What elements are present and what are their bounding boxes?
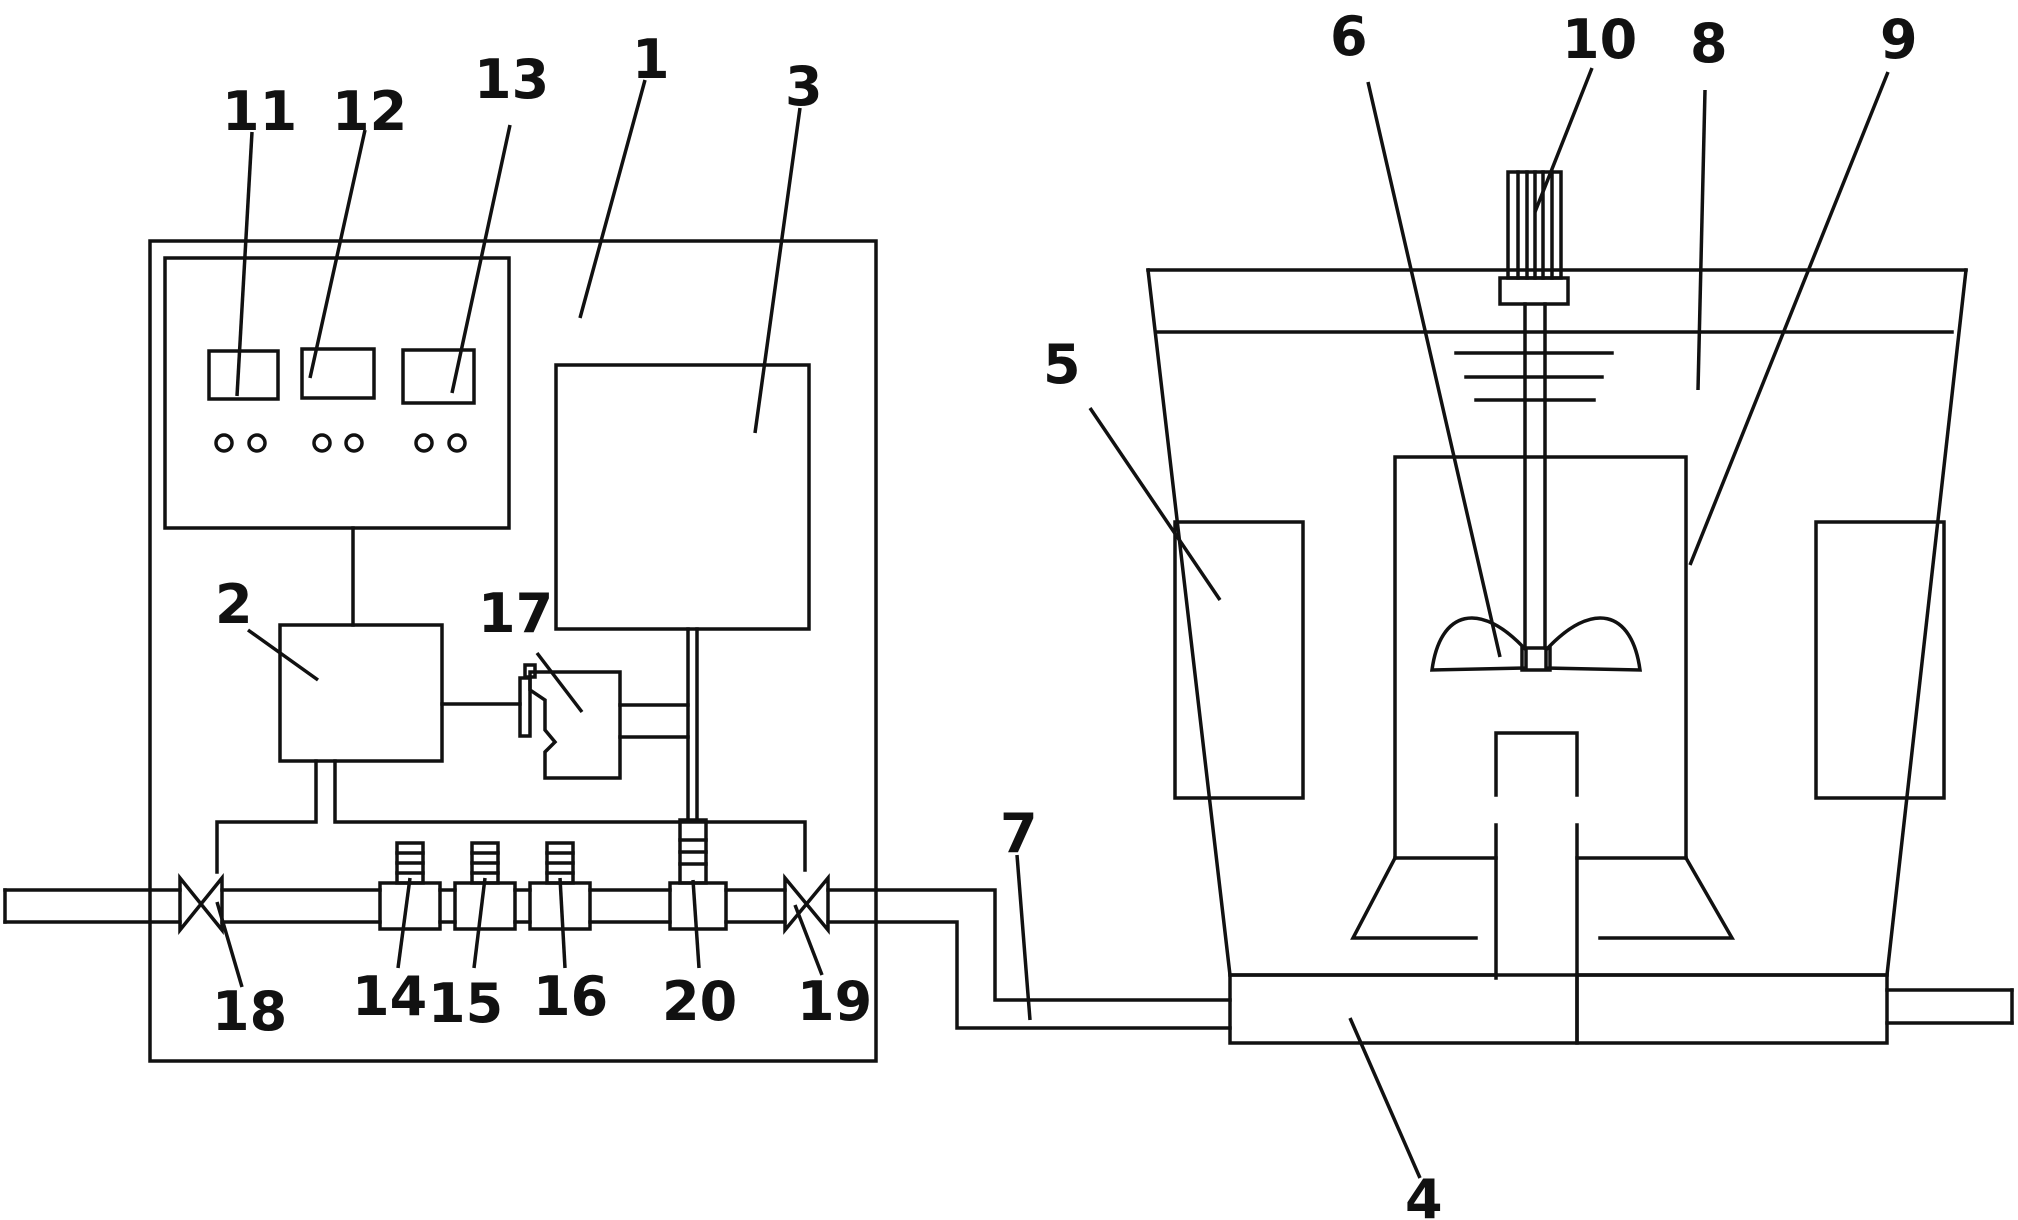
label-18: 18	[212, 980, 287, 1043]
label-8: 8	[1690, 12, 1728, 75]
side-baffle-right	[1814, 520, 1946, 800]
control-panel	[163, 256, 511, 530]
label-16: 16	[533, 965, 608, 1028]
impeller-6	[1429, 616, 1643, 672]
dosing-tank-3	[554, 363, 811, 631]
sensor-20	[668, 818, 728, 931]
label-13: 13	[474, 48, 549, 111]
label-5: 5	[1043, 333, 1081, 396]
pump-17	[528, 670, 622, 780]
label-6: 6	[1330, 5, 1368, 68]
label-11: 11	[222, 80, 297, 143]
draft-tube-9	[1393, 455, 1688, 860]
label-4: 4	[1405, 1168, 1443, 1220]
label-3: 3	[785, 55, 823, 118]
label-12: 12	[332, 80, 407, 143]
label-19: 19	[797, 970, 872, 1033]
label-17: 17	[478, 582, 553, 645]
labels: 1 11 12 13 3 2 17 18 14 15 16 20 19 7 5 …	[212, 5, 1918, 1220]
valve-18	[178, 873, 224, 935]
motor-10	[1498, 170, 1570, 306]
valve-19	[783, 873, 830, 935]
label-9: 9	[1880, 8, 1918, 71]
label-14: 14	[352, 965, 427, 1028]
label-20: 20	[662, 970, 737, 1033]
leader-lines	[215, 67, 1890, 1179]
side-baffle-5	[1173, 520, 1305, 800]
stirred-tank	[1146, 170, 2014, 1045]
display-12	[300, 347, 376, 400]
display-13	[401, 348, 476, 405]
controller-2	[278, 623, 444, 763]
label-15: 15	[428, 972, 503, 1035]
display-11	[207, 349, 280, 401]
label-7: 7	[1000, 802, 1038, 865]
label-10: 10	[1562, 8, 1637, 71]
label-2: 2	[215, 573, 253, 636]
label-1: 1	[632, 28, 670, 91]
bottom-chamber-4	[1228, 973, 1889, 1045]
